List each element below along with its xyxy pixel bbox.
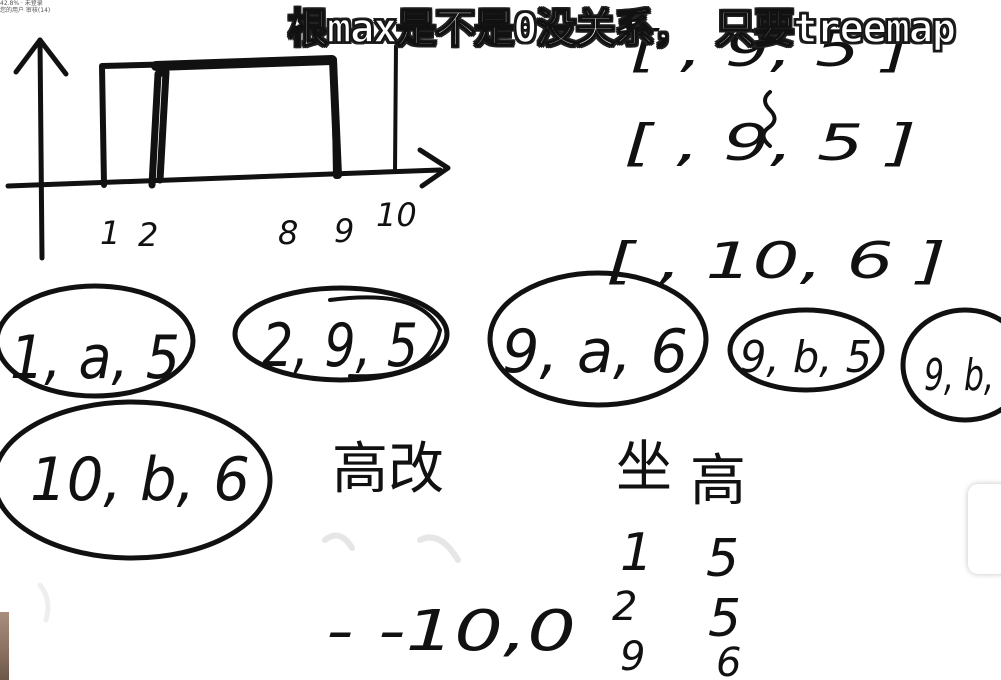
table-h: 6 bbox=[716, 640, 741, 680]
skyline-bar-10 bbox=[393, 44, 398, 174]
list-row: [ , 10, 6 ] bbox=[606, 232, 946, 290]
list-link-squiggle bbox=[761, 90, 777, 148]
skyline-outline bbox=[99, 57, 339, 188]
ellipse-9b5 bbox=[727, 307, 885, 393]
tick-label: 2 bbox=[138, 216, 158, 254]
ellipse-text: 2, 9, 5 bbox=[262, 311, 418, 381]
webcam-thumbnail bbox=[0, 612, 9, 680]
ellipse-text: 9, b, 5 bbox=[740, 332, 872, 383]
subtitle-caption: 根max是不是0没关系， 只要treemap bbox=[287, 5, 956, 53]
tick-label: 9 bbox=[334, 212, 354, 250]
x-axis bbox=[5, 167, 443, 189]
faint-mark-3 bbox=[37, 582, 51, 623]
ellipse-9b6 bbox=[900, 307, 1001, 423]
bottom-expression: - -10,0 bbox=[326, 599, 576, 664]
list-row: [ , 9, 5 ] bbox=[630, 20, 910, 78]
faint-mark-2 bbox=[417, 534, 461, 563]
tick-label: 10 bbox=[376, 196, 417, 234]
ellipse-1a5 bbox=[0, 283, 196, 399]
faint-mark-1 bbox=[322, 532, 355, 551]
y-axis bbox=[37, 37, 45, 261]
status-overlay: 42.8% · 未登录 您的用户 审核(14) bbox=[0, 0, 50, 14]
label-gao: 高 bbox=[690, 449, 746, 514]
skyline-bar-9 bbox=[329, 56, 342, 179]
status-line-1: 42.8% · 未登录 bbox=[0, 0, 43, 7]
table-h: 5 bbox=[706, 529, 739, 589]
tick-label: 1 bbox=[100, 214, 120, 252]
tick-label: 8 bbox=[278, 214, 298, 252]
list-row: [ , 9, 5 ] bbox=[624, 114, 916, 172]
ellipse-text: 9, a, 6 bbox=[502, 317, 688, 387]
table-x: 2 bbox=[612, 584, 637, 630]
table-x: 9 bbox=[620, 634, 645, 680]
label-zuo: 坐 bbox=[616, 435, 672, 500]
floating-side-tab[interactable] bbox=[968, 484, 1001, 574]
label-gao-gai: 高改 bbox=[332, 437, 444, 502]
x-axis-arrow bbox=[417, 147, 451, 189]
skyline-top-thick bbox=[151, 55, 337, 71]
ellipse-text: 1, a, 5 bbox=[10, 323, 180, 393]
ellipse-text: 10, b, 6 bbox=[30, 445, 250, 515]
status-line-2: 您的用户 审核(14) bbox=[0, 7, 51, 14]
ellipse-text: 9, b, 6 bbox=[924, 350, 1001, 401]
y-axis-arrow bbox=[13, 37, 69, 77]
skyline-bar-2 bbox=[148, 68, 170, 189]
ellipse-295-overlap bbox=[328, 295, 442, 379]
ellipse-295 bbox=[232, 285, 450, 383]
table-h: 5 bbox=[708, 589, 741, 649]
ellipse-10b6 bbox=[0, 399, 273, 561]
table-x: 1 bbox=[620, 523, 653, 583]
ellipse-9a6 bbox=[487, 270, 709, 408]
